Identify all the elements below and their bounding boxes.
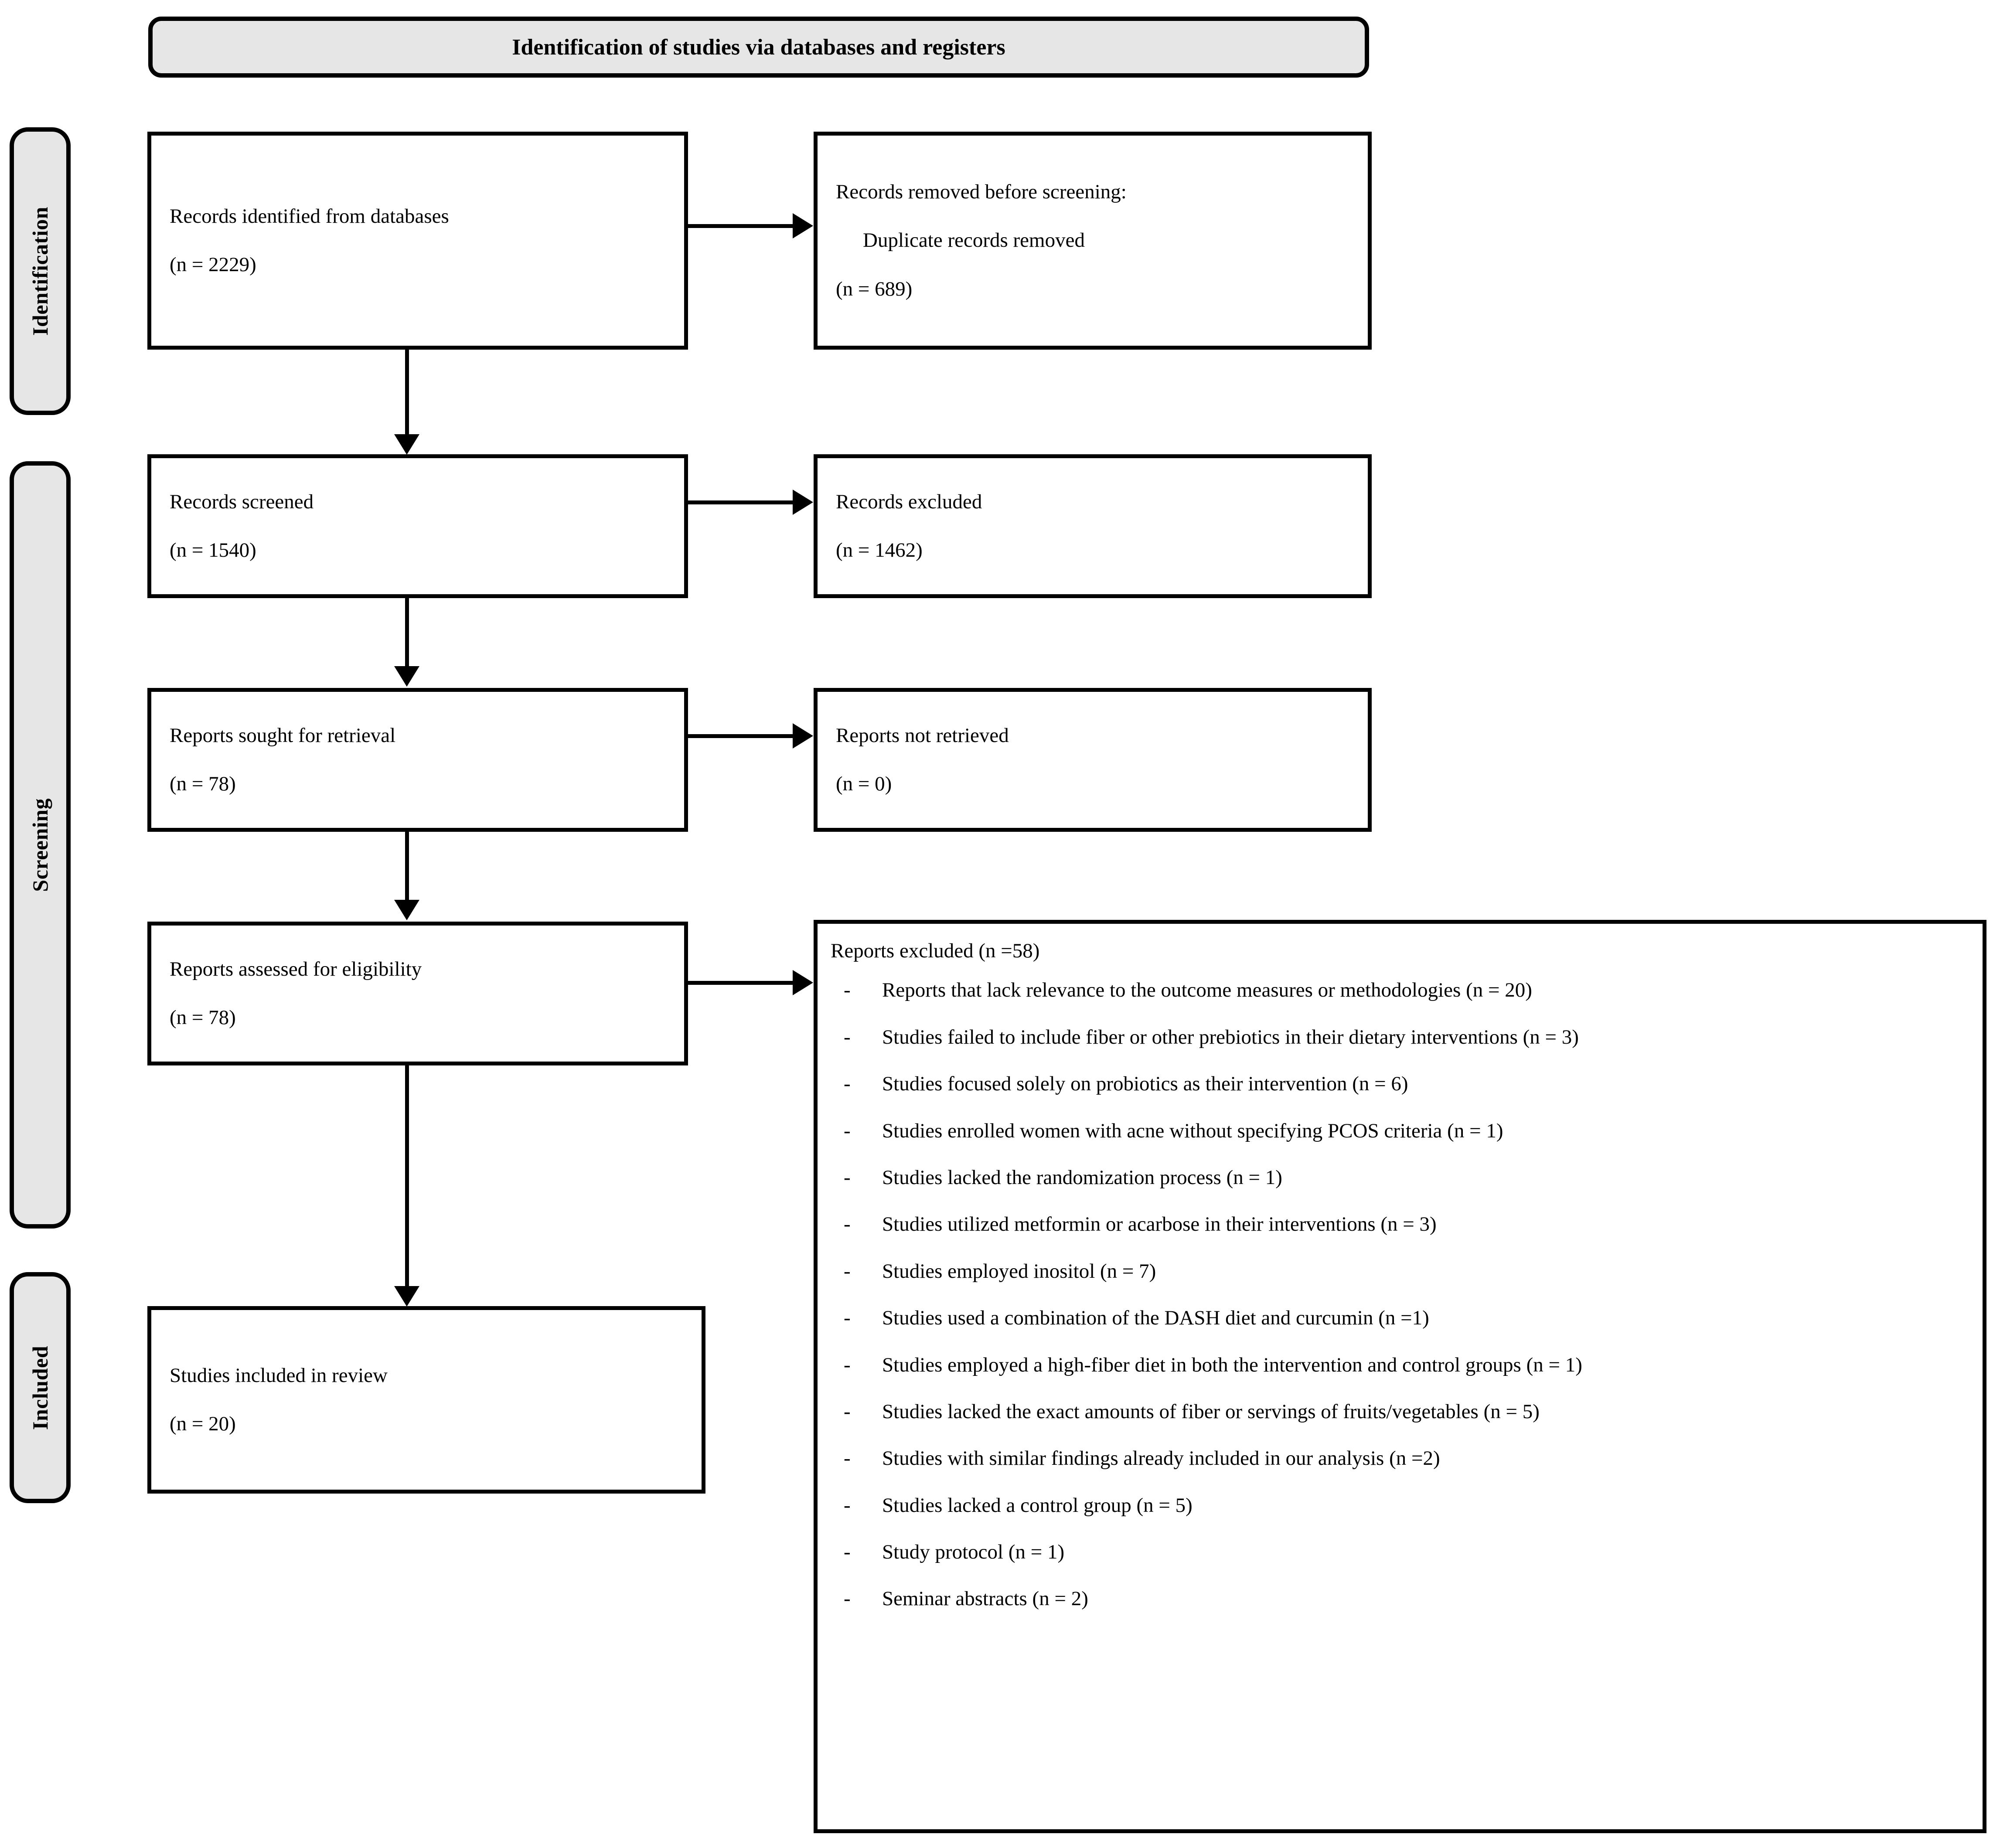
connector-arrow-screened-to-sought <box>394 666 419 687</box>
connector-line-sought-to-not-retrieved <box>688 734 794 738</box>
diagram-header-banner: Identification of studies via databases … <box>148 17 1369 78</box>
box-records-identified: Records identified from databases (n = 2… <box>147 132 688 350</box>
list-bullet-icon: - <box>844 1494 851 1517</box>
connector-line-sought-to-assessed <box>405 832 409 902</box>
list-bullet-icon: - <box>844 1025 851 1048</box>
records-excluded-count: (n = 1462) <box>836 539 923 562</box>
box-records-removed: Records removed before screening: Duplic… <box>814 132 1372 350</box>
phase-label-included: Included <box>28 1345 52 1430</box>
box-records-excluded: Records excluded (n = 1462) <box>814 454 1372 598</box>
connector-arrow-sought-to-assessed <box>394 900 419 920</box>
connector-arrow-screened-to-excluded <box>793 490 813 515</box>
reports-sought-count: (n = 78) <box>170 773 236 795</box>
reports-excluded-list-item: - Studies used a combination of the DASH … <box>831 1306 1965 1330</box>
reports-excluded-item-text: Studies employed inositol (n = 7) <box>882 1259 1156 1283</box>
reports-excluded-list-item: - Studies lacked the randomization proces… <box>831 1165 1965 1190</box>
connector-line-identified-to-removed <box>688 224 794 228</box>
records-screened-label: Records screened <box>170 490 314 513</box>
list-bullet-icon: - <box>844 1119 851 1142</box>
connector-line-identified-to-screened <box>405 350 409 437</box>
reports-excluded-list-item: - Studies employed a high-fiber diet in b… <box>831 1353 1965 1377</box>
list-bullet-icon: - <box>844 1259 851 1283</box>
phase-screening: Screening <box>10 461 71 1229</box>
records-identified-count: (n = 2229) <box>170 253 256 276</box>
reports-excluded-list-item: - Studies focused solely on probiotics as… <box>831 1072 1965 1096</box>
page-title: Identification of studies via databases … <box>512 34 1005 60</box>
reports-excluded-item-text: Studies failed to include fiber or other… <box>882 1025 1579 1048</box>
box-studies-included: Studies included in review (n = 20) <box>147 1306 705 1494</box>
phase-label-identification: Identification <box>28 207 52 336</box>
list-bullet-icon: - <box>844 1541 851 1564</box>
reports-excluded-item-text: Studies lacked the randomization process… <box>882 1166 1282 1189</box>
box-records-screened: Records screened (n = 1540) <box>147 454 688 598</box>
reports-excluded-list-item: - Studies lacked the exact amounts of fib… <box>831 1399 1965 1424</box>
list-bullet-icon: - <box>844 1072 851 1096</box>
reports-excluded-list-item: - Studies failed to include fiber or othe… <box>831 1025 1965 1049</box>
reports-not-retrieved-label: Reports not retrieved <box>836 724 1009 747</box>
reports-excluded-title: Reports excluded (n =58) <box>831 939 1040 962</box>
reports-excluded-list-item: - Studies employed inositol (n = 7) <box>831 1259 1965 1283</box>
studies-included-label: Studies included in review <box>170 1364 388 1387</box>
reports-excluded-list-item: - Studies with similar findings already i… <box>831 1446 1965 1470</box>
phase-identification: Identification <box>10 127 71 415</box>
reports-excluded-list-item: - Studies enrolled women with acne withou… <box>831 1119 1965 1143</box>
records-removed-count: (n = 689) <box>836 277 913 300</box>
list-bullet-icon: - <box>844 979 851 1002</box>
reports-excluded-list-item: - Studies utilized metformin or acarbose … <box>831 1212 1965 1236</box>
connector-arrow-identified-to-removed <box>793 213 813 238</box>
reports-excluded-list-item: - Study protocol (n = 1) <box>831 1540 1965 1564</box>
connector-arrow-assessed-to-included <box>394 1286 419 1307</box>
reports-excluded-list-item: - Studies lacked a control group (n = 5) <box>831 1493 1965 1518</box>
list-bullet-icon: - <box>844 1447 851 1470</box>
box-reports-not-retrieved: Reports not retrieved (n = 0) <box>814 688 1372 832</box>
reports-excluded-item-text: Studies with similar findings already in… <box>882 1447 1440 1470</box>
reports-sought-label: Reports sought for retrieval <box>170 724 396 747</box>
box-reports-sought: Reports sought for retrieval (n = 78) <box>147 688 688 832</box>
box-reports-excluded-detail: Reports excluded (n =58) - Reports that l… <box>814 920 1986 1833</box>
reports-excluded-item-text: Studies enrolled women with acne without… <box>882 1119 1503 1142</box>
reports-not-retrieved-count: (n = 0) <box>836 773 892 795</box>
records-removed-label: Records removed before screening: <box>836 180 1127 203</box>
records-screened-count: (n = 1540) <box>170 539 256 562</box>
records-identified-label: Records identified from databases <box>170 204 449 228</box>
reports-excluded-item-text: Studies used a combination of the DASH d… <box>882 1307 1429 1330</box>
list-bullet-icon: - <box>844 1400 851 1423</box>
list-bullet-icon: - <box>844 1166 851 1189</box>
reports-excluded-item-text: Studies utilized metformin or acarbose i… <box>882 1213 1437 1236</box>
connector-arrow-assessed-to-reports-excluded <box>793 970 813 995</box>
phase-included: Included <box>10 1272 71 1503</box>
reports-excluded-item-text: Study protocol (n = 1) <box>882 1541 1065 1564</box>
reports-excluded-item-text: Studies focused solely on probiotics as … <box>882 1072 1408 1096</box>
connector-line-screened-to-sought <box>405 598 409 668</box>
records-excluded-label: Records excluded <box>836 490 982 513</box>
connector-line-screened-to-excluded <box>688 500 794 504</box>
list-bullet-icon: - <box>844 1213 851 1236</box>
reports-excluded-list-item: - Reports that lack relevance to the outc… <box>831 978 1965 1002</box>
box-reports-assessed: Reports assessed for eligibility (n = 78… <box>147 922 688 1065</box>
duplicate-records-removed-label: Duplicate records removed <box>863 229 1085 252</box>
reports-assessed-count: (n = 78) <box>170 1006 236 1029</box>
list-bullet-icon: - <box>844 1353 851 1376</box>
reports-excluded-list-item: - Seminar abstracts (n = 2) <box>831 1586 1965 1611</box>
connector-line-assessed-to-reports-excluded <box>688 981 794 985</box>
reports-excluded-item-text: Reports that lack relevance to the outco… <box>882 979 1532 1002</box>
connector-arrow-identified-to-screened <box>394 434 419 455</box>
reports-excluded-item-text: Studies lacked the exact amounts of fibe… <box>882 1400 1540 1423</box>
reports-excluded-item-text: Seminar abstracts (n = 2) <box>882 1587 1088 1610</box>
list-bullet-icon: - <box>844 1587 851 1610</box>
phase-label-screening: Screening <box>28 798 52 892</box>
reports-excluded-list: - Reports that lack relevance to the outc… <box>831 978 1965 1611</box>
reports-excluded-item-text: Studies lacked a control group (n = 5) <box>882 1494 1193 1517</box>
connector-arrow-sought-to-not-retrieved <box>793 723 813 749</box>
list-bullet-icon: - <box>844 1307 851 1330</box>
reports-assessed-label: Reports assessed for eligibility <box>170 957 422 980</box>
studies-included-count: (n = 20) <box>170 1412 236 1435</box>
reports-excluded-item-text: Studies employed a high-fiber diet in bo… <box>882 1353 1582 1376</box>
connector-line-assessed-to-included <box>405 1065 409 1288</box>
